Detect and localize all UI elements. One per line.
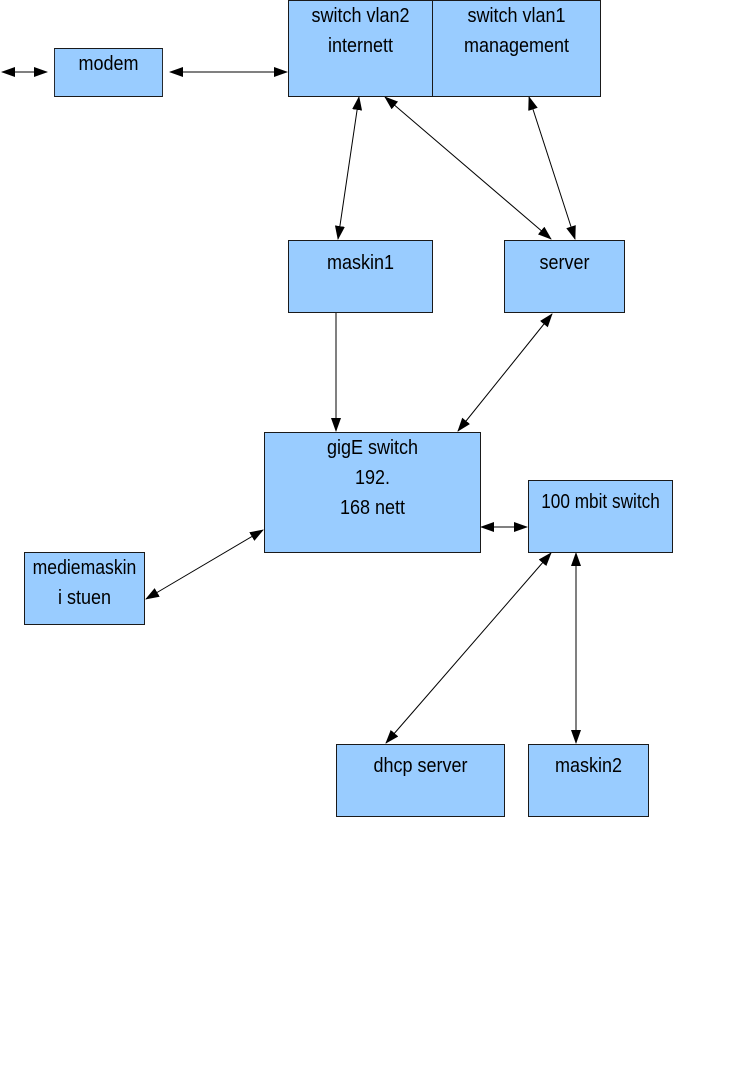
node-label: i stuen xyxy=(57,587,112,609)
node-label: mediemaskin xyxy=(32,557,137,579)
node-switch-vlan1: switch vlan1 management xyxy=(432,0,601,97)
node-label: maskin1 xyxy=(326,252,395,274)
node-dhcp-server: dhcp server xyxy=(336,744,505,817)
node-label: modem xyxy=(78,53,139,75)
node-label: switch vlan1 xyxy=(467,5,566,27)
node-maskin2: maskin2 xyxy=(528,744,649,817)
arrow-gige-switch-mediemaskin xyxy=(145,529,264,600)
node-label: switch vlan2 xyxy=(311,5,410,27)
node-switch-vlan2: switch vlan2 internett xyxy=(288,0,433,97)
node-server: server xyxy=(504,240,625,313)
node-label: maskin2 xyxy=(554,755,623,777)
node-gige-switch: gigE switch 192. 168 nett xyxy=(264,432,481,553)
arrow-switch-vlan2-server xyxy=(384,96,552,240)
node-label: 168 nett xyxy=(339,497,406,519)
arrow-server-gige-switch xyxy=(457,313,553,432)
node-label: 192. xyxy=(354,467,391,489)
arrow-switch-vlan1-server xyxy=(528,96,576,240)
node-modem: modem xyxy=(54,48,163,97)
node-label: server xyxy=(539,252,590,274)
node-maskin1: maskin1 xyxy=(288,240,433,313)
node-100-mbit-switch: 100 mbit switch xyxy=(528,480,673,553)
node-label: gigE switch xyxy=(326,437,419,459)
node-label: 100 mbit switch xyxy=(541,491,660,513)
node-label: management xyxy=(463,35,570,57)
node-label: dhcp server xyxy=(373,755,468,777)
arrow-mbit-switch-dhcp-server xyxy=(385,552,552,744)
node-label: internett xyxy=(327,35,394,57)
node-mediemaskin: mediemaskin i stuen xyxy=(24,552,145,625)
arrow-switch-vlan2-maskin1 xyxy=(334,96,363,240)
